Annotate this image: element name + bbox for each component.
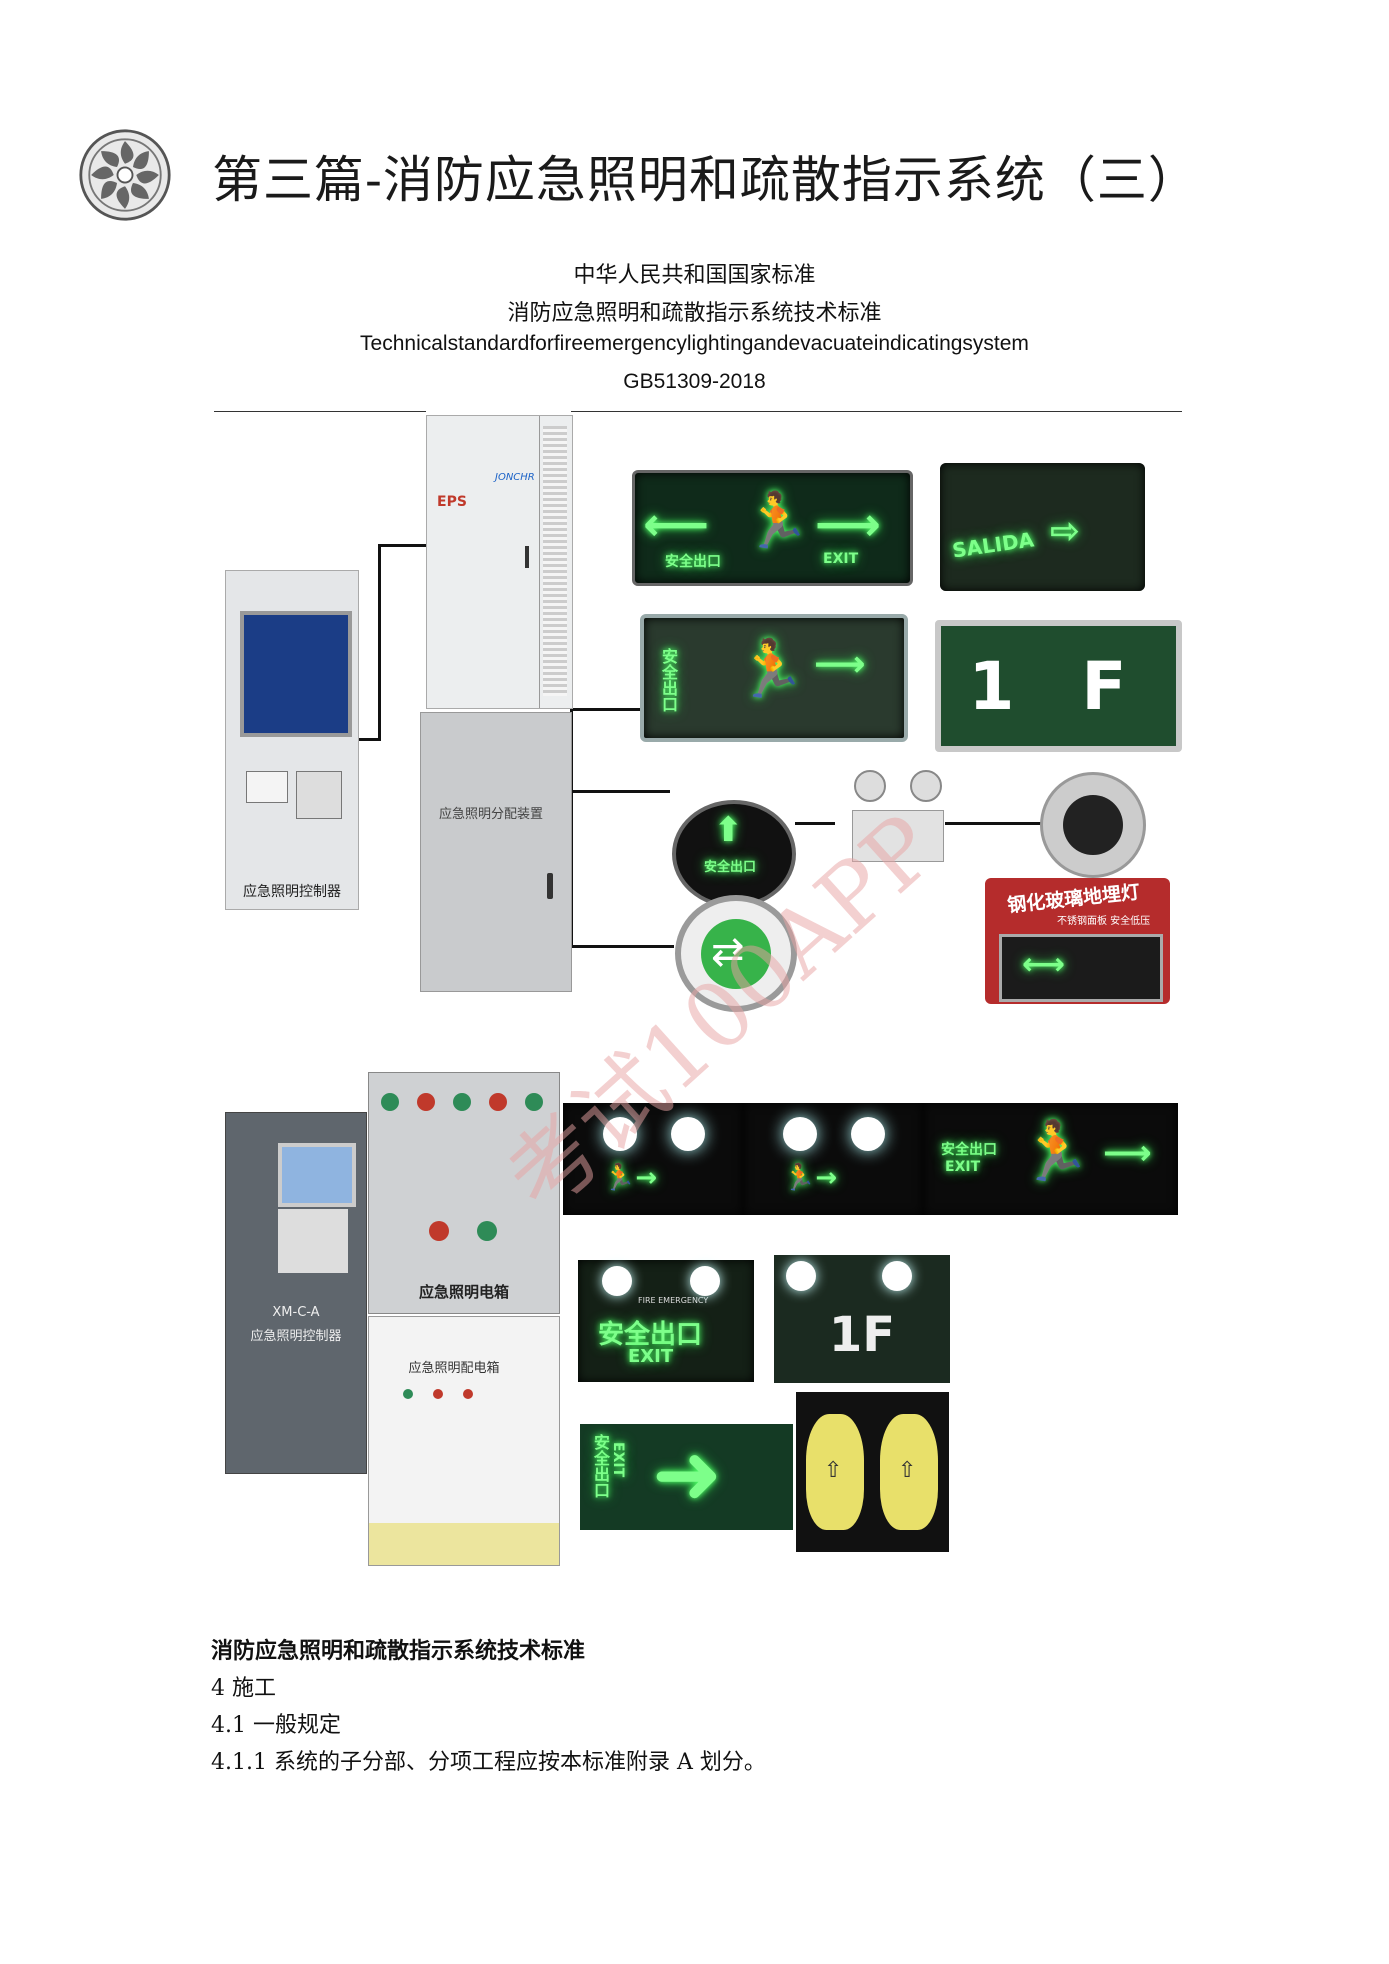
ground-indicator-up-image: ⬆ 安全出口 xyxy=(672,800,796,908)
exit-sign-double-arrow-image: ⟵ 🏃 ⟶ 安全出口 EXIT xyxy=(632,470,913,586)
sign-text-en: EXIT xyxy=(610,1442,626,1478)
section-title: 消防应急照明和疏散指示系统技术标准 xyxy=(211,1639,586,1664)
sign-text-cn: 安全出口 xyxy=(598,1320,703,1350)
sign-text-cn: 安全出口 xyxy=(591,1434,610,1498)
divider-left xyxy=(214,411,426,412)
paragraph-1: 4 施工 xyxy=(211,1676,276,1701)
exit-sign-black-image: 安全出口 EXIT 🏃 ⟶ xyxy=(923,1103,1178,1215)
sign-text-cn: 安全出口 xyxy=(659,648,678,712)
standard-country-line: 中华人民共和国国家标准 xyxy=(573,263,816,288)
standard-name-en: Technicalstandardforfireemergencylightin… xyxy=(360,332,1029,355)
sign-text-cn: 安全出口 xyxy=(665,554,721,570)
footprint-sign-image: ⇧ ⇧ xyxy=(796,1392,949,1552)
controller-label: 应急照明控制器 xyxy=(243,884,341,900)
standard-code: GB51309-2018 xyxy=(623,370,766,393)
twin-head-emergency-lamp-image xyxy=(852,770,950,865)
floor-sign-image: 1 F xyxy=(935,620,1182,752)
tempered-glass-ground-lamp-image: 钢化玻璃地埋灯 不锈钢面板 安全低压 ⟷ xyxy=(985,878,1170,1004)
sign-salida-text: SALIDA xyxy=(950,527,1036,563)
exit-sign-right-image: 安全出口 🏃 ⟶ xyxy=(640,614,908,742)
page-title: 第三篇-消防应急照明和疏散指示系统（三） xyxy=(212,151,1199,209)
ground-indicator-bidirectional-image: ⇄ xyxy=(675,895,797,1012)
box2-label: 应急照明配电箱 xyxy=(408,1361,500,1376)
twin-lamp-exit-sign-1-image: 🏃→ xyxy=(563,1103,743,1215)
ground-lamp-sub: 不锈钢面板 安全低压 xyxy=(1057,916,1151,927)
controller-xmca-image: XM-C-A 应急照明控制器 xyxy=(225,1112,367,1474)
emergency-lighting-controller-image: 应急照明控制器 xyxy=(225,570,359,910)
floor-sign-text-2: 1F xyxy=(828,1307,896,1363)
distribution-label: 应急照明分配装置 xyxy=(438,807,543,822)
divider-right xyxy=(571,411,1182,412)
twin-lamp-floor-box-image: 1F xyxy=(774,1255,950,1383)
floor-arrow-sign-image: 安全出口 EXIT ➜ xyxy=(580,1424,793,1530)
eps-cabinet-image: EPS JONCHR xyxy=(426,415,573,709)
paragraph-2: 4.1 一般规定 xyxy=(211,1713,341,1738)
paragraph-3: 4.1.1 系统的子分部、分项工程应按本标准附录 A 划分。 xyxy=(211,1750,766,1775)
sign-text-cn: 安全出口 xyxy=(704,860,757,875)
emergency-lighting-box-image: 应急照明电箱 xyxy=(368,1072,560,1314)
logo-icon xyxy=(79,129,171,221)
salida-sign-image: SALIDA ⇨ xyxy=(940,463,1145,591)
eps-label: EPS xyxy=(437,494,467,510)
controller2-label: 应急照明控制器 xyxy=(250,1329,342,1344)
sign-text-en: EXIT xyxy=(628,1346,674,1367)
eps-brand: JONCHR xyxy=(495,472,535,483)
floor-sign-text: 1 F xyxy=(968,648,1149,725)
downlight-image xyxy=(1040,772,1146,878)
controller2-model: XM-C-A xyxy=(272,1305,320,1320)
sign-text-en: EXIT xyxy=(823,551,859,567)
sign-text-en: EXIT xyxy=(945,1159,981,1175)
box1-label: 应急照明电箱 xyxy=(418,1283,509,1301)
fire-emergency-text: FIRE EMERGENCY xyxy=(638,1296,709,1305)
twin-lamp-exit-box-image: FIRE EMERGENCY 安全出口 EXIT xyxy=(578,1260,754,1382)
sign-text-cn: 安全出口 xyxy=(941,1142,997,1158)
distribution-cabinet-image: 应急照明分配装置 xyxy=(420,712,572,992)
emergency-lighting-distribution-box-image: 应急照明配电箱 xyxy=(368,1316,560,1566)
standard-name-cn: 消防应急照明和疏散指示系统技术标准 xyxy=(507,301,882,326)
twin-lamp-exit-sign-2-image: 🏃→ xyxy=(743,1103,923,1215)
